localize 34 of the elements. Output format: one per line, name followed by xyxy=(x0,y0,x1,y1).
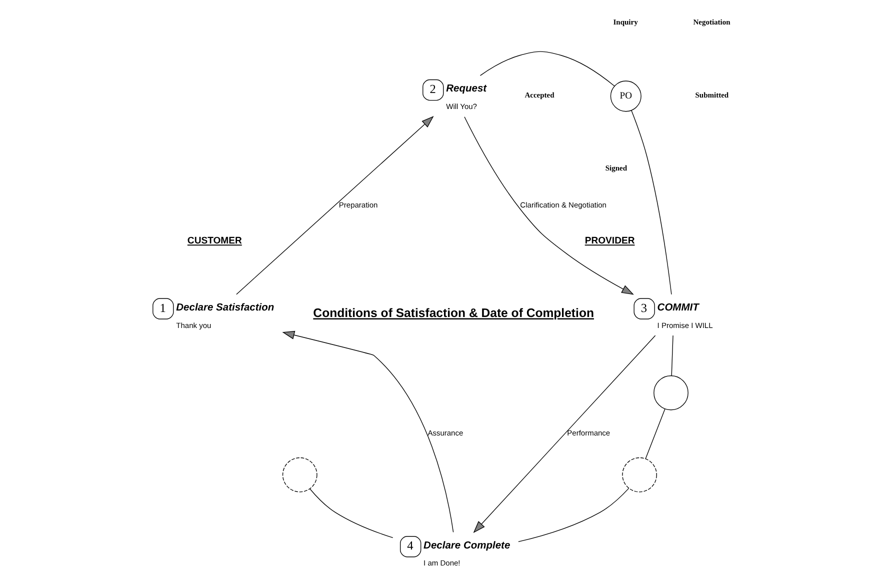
label: PROVIDER xyxy=(584,236,634,247)
label: Conditions of Satisfaction & Date of Completion xyxy=(312,306,594,320)
label: Signed xyxy=(604,164,627,173)
connector xyxy=(518,488,629,542)
connector xyxy=(670,335,673,376)
label: Inquiry xyxy=(612,17,638,26)
edge-label: Clarification & Negotiation xyxy=(520,200,606,210)
node-label: Will You? xyxy=(446,102,476,112)
edge-label: Performance xyxy=(566,428,610,438)
label: Submitted xyxy=(694,90,728,100)
node-label: I am Done! xyxy=(423,558,460,568)
arrow xyxy=(464,116,634,295)
node-label: I Promise I WILL xyxy=(656,320,712,330)
connector xyxy=(630,110,672,295)
arrow xyxy=(282,330,454,533)
node-circle xyxy=(622,457,656,492)
arrow xyxy=(236,116,434,295)
arrow xyxy=(472,335,656,533)
node-circle: PO xyxy=(610,80,641,112)
node-label: Thank you xyxy=(176,320,211,330)
connector xyxy=(309,488,393,538)
connector xyxy=(644,408,665,459)
label: Negotiation xyxy=(692,17,730,26)
label: Accepted xyxy=(524,90,554,100)
node-label: COMMIT xyxy=(656,302,698,314)
edge-label: Preparation xyxy=(338,200,378,210)
connector xyxy=(479,51,614,87)
node-circle xyxy=(653,375,688,410)
node-label: Declare Satisfaction xyxy=(176,302,274,314)
node-label: Request xyxy=(446,84,486,95)
node-label: Declare Complete xyxy=(423,540,510,552)
node-circle xyxy=(282,457,317,492)
edge-label: Assurance xyxy=(427,428,463,438)
label: CUSTOMER xyxy=(186,236,242,247)
